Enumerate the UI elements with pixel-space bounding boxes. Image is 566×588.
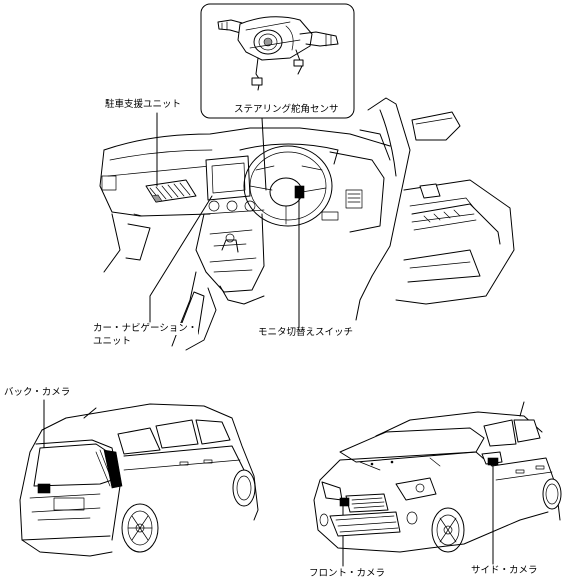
car-navigation-unit-label-line1: カー・ナビゲーション・: [92, 323, 199, 335]
steering-angle-sensor-label: ステアリング舵角センサ: [233, 104, 340, 116]
parking-assist-unit-label: 駐車支援ユニット: [104, 99, 183, 111]
side-camera-label: サイド・カメラ: [470, 565, 539, 577]
dashboard-icon: [99, 97, 515, 351]
front-car-icon: [313, 401, 562, 553]
front-camera-label: フロント・カメラ: [308, 568, 387, 580]
monitor-switch-label: モニタ切替えスイッチ: [257, 327, 355, 339]
leader-car-navigation: [149, 195, 213, 323]
steering-column-switch-icon: [217, 16, 339, 91]
back-camera-label: バック・カメラ: [3, 387, 72, 399]
car-navigation-unit-label-line2: ユニット: [92, 336, 133, 348]
rear-car-icon: [19, 403, 259, 557]
